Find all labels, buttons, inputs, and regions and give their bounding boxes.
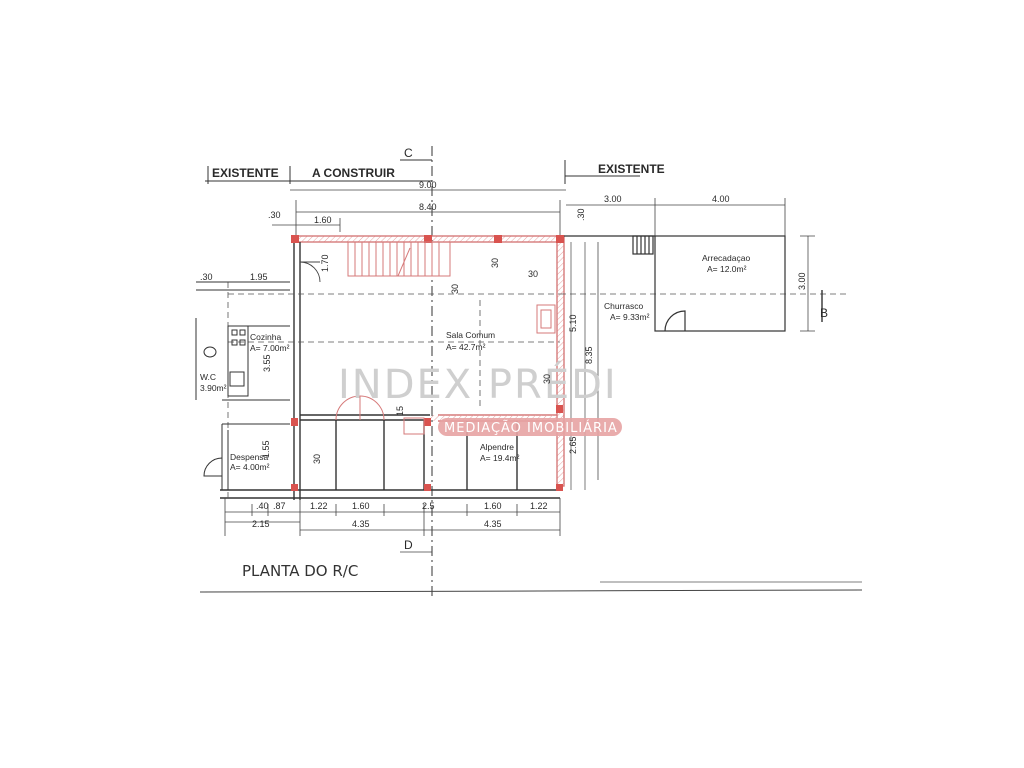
dim-170: 1.70	[320, 254, 330, 272]
dim-300: 3.00	[604, 194, 622, 204]
room-arrecadacao-area: A= 12.0m²	[707, 264, 747, 274]
section-mark-d: D	[404, 538, 413, 552]
existing-left-block	[195, 281, 290, 490]
dim-30-top: .30	[268, 210, 281, 220]
dim-122-b: 1.22	[530, 501, 548, 511]
dimension-lines-right	[570, 242, 586, 490]
porch-doors	[335, 395, 425, 435]
dim-160-b: 1.60	[484, 501, 502, 511]
room-alpendre-area: A= 19.4m²	[480, 453, 520, 463]
room-despensa-area: A= 4.00m²	[230, 462, 270, 472]
room-cozinha-name: Cozinha	[250, 332, 281, 342]
dim-30-b: 30	[528, 269, 538, 279]
room-churrasco-name: Churrasco	[604, 301, 643, 311]
dim-30-left: .30	[200, 272, 213, 282]
dim-835: 8.35	[584, 346, 594, 364]
section-mark-b: B	[820, 306, 828, 320]
columns	[291, 235, 564, 491]
header-existing-left: EXISTENTE	[212, 166, 279, 180]
dim-195: 1.95	[250, 272, 268, 282]
staircase	[347, 241, 451, 277]
dim-435-a: 4.35	[352, 519, 370, 529]
dim-155: 1.55	[261, 440, 271, 458]
dim-30-mid: 30	[542, 374, 552, 384]
room-cozinha-area: A= 7.00m²	[250, 343, 290, 353]
top-headers	[205, 146, 640, 600]
dim-40: .40	[256, 501, 269, 511]
dim-inner-width: 8.40	[419, 202, 437, 212]
header-to-build: A CONSTRUIR	[312, 166, 395, 180]
dim-215: 2.15	[252, 519, 270, 529]
dim-25: 2.5	[422, 501, 435, 511]
dimension-lines-top	[272, 189, 786, 236]
watermark-tagline: MEDIAÇÃO IMOBILIÁRIA	[444, 420, 618, 436]
dim-435-b: 4.35	[484, 519, 502, 529]
section-mark-c: C	[404, 146, 413, 160]
dim-30-right: .30	[576, 208, 586, 221]
room-sala-area: A= 42.7m²	[446, 342, 486, 352]
stair-door	[299, 261, 321, 283]
dim-300-right: 3.00	[797, 272, 807, 290]
watermark-brand: INDEX PRÉDI	[338, 360, 618, 408]
room-despensa-name: Despensa	[230, 452, 269, 462]
dim-122-a: 1.22	[310, 501, 328, 511]
room-wc-area: 3.90m²	[200, 383, 227, 393]
room-wc-name: W.C	[200, 372, 216, 382]
dim-160-top: 1.60	[314, 215, 332, 225]
dim-total-width: 9.00	[419, 180, 437, 190]
fireplace	[536, 304, 556, 334]
dim-30-desp: 30	[312, 454, 322, 464]
room-arrecadacao-name: Arrecadaçao	[702, 253, 750, 263]
dim-30-c: 30	[450, 284, 460, 294]
drawing-title: PLANTA DO R/C	[242, 562, 358, 580]
dim-265: 2.65	[568, 436, 578, 454]
dim-355: 3.55	[262, 354, 272, 372]
room-churrasco-area: A= 9.33m²	[610, 312, 650, 322]
dim-400: 4.00	[712, 194, 730, 204]
dim-15: 15	[395, 406, 405, 416]
header-existing-right: EXISTENTE	[598, 162, 665, 176]
dim-160-a: 1.60	[352, 501, 370, 511]
existing-right-block	[564, 235, 823, 480]
dimension-lines-bottom	[224, 498, 561, 553]
dim-510: 5.10	[568, 314, 578, 332]
room-sala-name: Sala Comum	[446, 330, 495, 340]
dim-87: .87	[273, 501, 286, 511]
dim-30-a: 30	[490, 258, 500, 268]
room-alpendre-name: Alpendre	[480, 442, 514, 452]
watermark: INDEX PRÉDI MEDIAÇÃO IMOBILIÁRIA	[338, 360, 622, 436]
page-border-line	[199, 589, 863, 593]
